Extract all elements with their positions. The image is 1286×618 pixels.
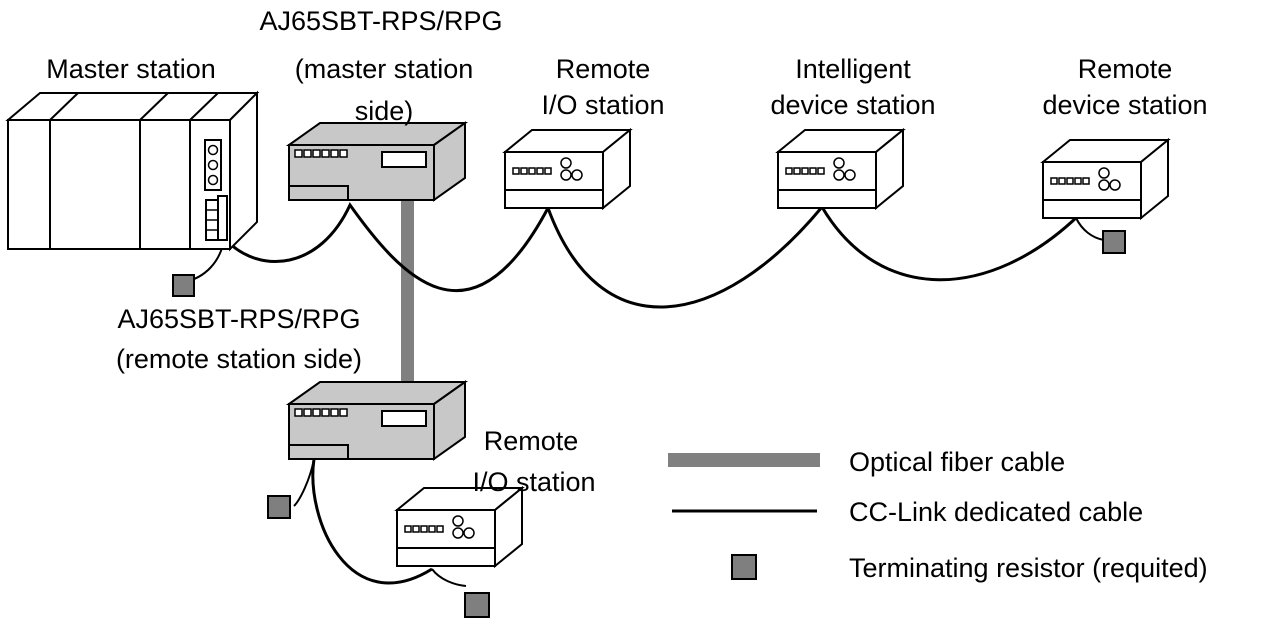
label-rps-master-line1: AJ65SBT-RPS/RPG xyxy=(259,6,502,36)
remote-device-resistor-lead xyxy=(1075,217,1105,241)
legend-resistor-swatch xyxy=(731,554,757,580)
rps-remote-side-device xyxy=(285,380,469,461)
terminating-resistor-remote-io-2 xyxy=(464,592,490,618)
intelligent-device-station xyxy=(775,127,906,211)
legend-cclink-label: CC-Link dedicated cable xyxy=(849,497,1143,527)
label-rps-master-line3: side) xyxy=(355,96,414,126)
cclink-cable-branch xyxy=(311,458,433,585)
label-remote-io-2-line2: I/O station xyxy=(472,467,595,497)
label-remote-device-line2: device station xyxy=(1042,90,1207,120)
remote-device-station xyxy=(1040,137,1171,221)
rps-master-side-device xyxy=(285,121,469,202)
terminating-resistor-branch xyxy=(267,495,291,519)
legend-optical-label: Optical fiber cable xyxy=(849,447,1065,477)
remote-io-2-resistor-lead xyxy=(431,568,467,587)
remote-io-station-2 xyxy=(394,485,525,569)
master-station-plc xyxy=(5,90,260,252)
label-remote-io-2-line1: Remote xyxy=(484,426,579,456)
remote-io-station-1 xyxy=(502,127,633,211)
legend-resistor-label: Terminating resistor (requited) xyxy=(849,553,1208,583)
optical-fiber-cable xyxy=(401,200,414,385)
label-intelligent-line2: device station xyxy=(770,90,935,120)
label-remote-device-line1: Remote xyxy=(1078,54,1173,84)
branch-resistor-lead xyxy=(293,458,315,507)
terminating-resistor-remote-device xyxy=(1102,230,1126,254)
label-intelligent-line1: Intelligent xyxy=(795,54,911,84)
label-master-station: Master station xyxy=(46,54,216,84)
legend: Optical fiber cable CC-Link dedicated ca… xyxy=(668,447,1208,583)
cclink-cable-main xyxy=(224,202,1080,309)
label-rps-master-line2: (master station xyxy=(295,54,474,84)
label-remote-io-1-line2: I/O station xyxy=(541,90,664,120)
label-remote-io-1-line1: Remote xyxy=(556,54,651,84)
label-rps-remote-line2: (remote station side) xyxy=(116,344,362,374)
legend-optical-swatch xyxy=(668,453,820,467)
terminating-resistor-master xyxy=(172,274,195,297)
label-rps-remote-line1: AJ65SBT-RPS/RPG xyxy=(117,304,360,334)
